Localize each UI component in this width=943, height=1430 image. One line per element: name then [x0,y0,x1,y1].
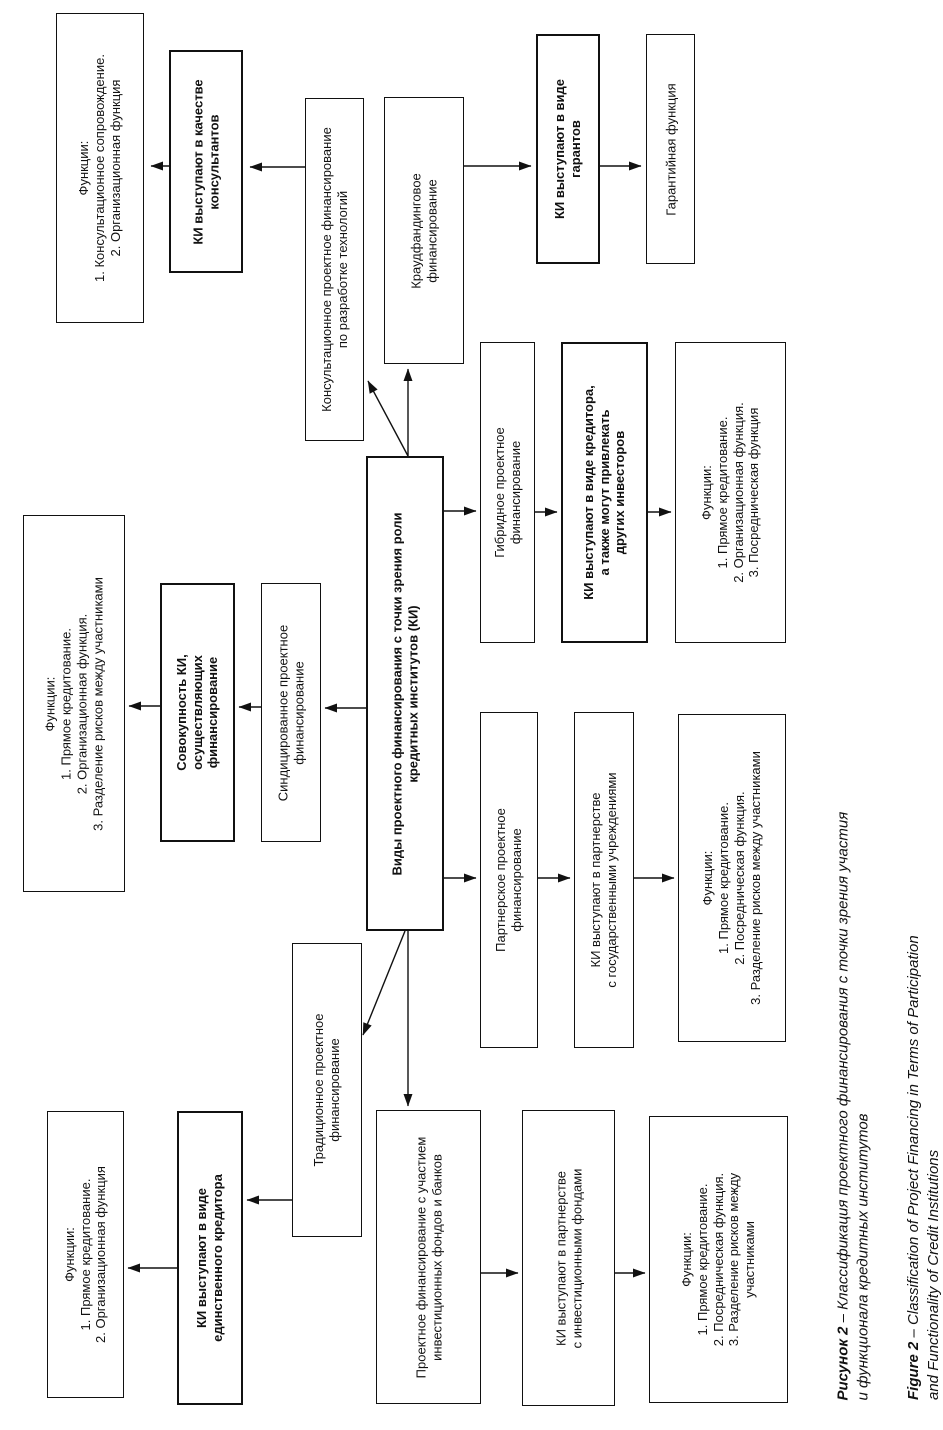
project-financing-types-box: Виды проектного финансирования с точки з… [366,456,444,931]
box-label: Синдицированное проектное финансирование [275,624,306,801]
box-label: Функции: 1. Консультационное сопровожден… [76,54,123,282]
box-label: Краудфандинговое финансирование [408,172,439,289]
syndicated-project-financing-box: Синдицированное проектное финансирование [261,583,321,842]
crowdfunding-financing-box: Краудфандинговое финансирование [384,97,464,364]
functions-syndicated-box: Функции: 1. Прямое кредитование. 2. Орга… [23,515,125,892]
ki-partnership-state-box: КИ выступают в партнерстве с государстве… [574,712,634,1048]
functions-consulting-box: Функции: 1. Консультационное сопровожден… [56,13,144,323]
box-label: Партнерское проектное финансирование [493,808,524,952]
box-label: Функции: 1. Прямое кредитование. 2. Орга… [61,1166,109,1343]
box-label: Функции: 1. Прямое кредитование. 2. Поср… [700,751,763,1005]
figure-caption-ru-number: Рисунок 2 [833,1326,851,1400]
box-label: Виды проектного финансирования с точки з… [389,511,420,876]
box-label: Консультационное проектное финансировани… [318,127,350,412]
box-label: Функции: 1. Прямое кредитование. 2. Орга… [698,402,762,583]
consulting-project-financing-box: Консультационное проектное финансировани… [305,98,364,441]
figure-caption-ru: Рисунок 2 – Классификация проектного фин… [812,775,872,1400]
box-label: Гарантийная функция [662,82,678,216]
ki-as-guarantors-box: КИ выступают в виде гарантов [536,34,600,264]
box-label: КИ выступают в виде единственного кредит… [194,1174,225,1342]
ki-aggregate-box: Совокупность КИ, осуществляющих финансир… [160,583,235,842]
box-label: КИ выступают в виде кредитора, а также м… [580,385,628,600]
investment-funds-financing-box: Проектное финансирование с участием инве… [376,1110,481,1404]
ki-sole-creditor-box: КИ выступают в виде единственного кредит… [177,1111,243,1405]
figure-caption-en-number: Figure 2 [904,1341,922,1400]
functions-partner-box: Функции: 1. Прямое кредитование. 2. Поср… [678,714,786,1042]
box-label: Традиционное проектное финансирование [311,1013,342,1167]
box-label: Совокупность КИ, осуществляющих финансир… [173,654,221,771]
figure-caption-en: Figure 2 – Classification of Project Fin… [883,870,943,1400]
functions-investment-box: Функции: 1. Прямое кредитование. 2. Поср… [649,1116,788,1403]
ki-creditor-attract-investors-box: КИ выступают в виде кредитора, а также м… [561,342,648,643]
functions-traditional-box: Функции: 1. Прямое кредитование. 2. Орга… [47,1111,124,1398]
box-label: КИ выступают в партнерстве с государстве… [588,772,619,988]
hybrid-project-financing-box: Гибридное проектное финансирование [480,342,535,643]
box-label: КИ выступают в партнерстве с инвестицион… [552,1168,584,1348]
box-label: Функции: 1. Прямое кредитование. 2. Поср… [678,1172,758,1347]
box-label: Гибридное проектное финансирование [491,427,523,558]
guarantee-function-box: Гарантийная функция [646,34,695,264]
functions-hybrid-box: Функции: 1. Прямое кредитование. 2. Орга… [675,342,786,643]
ki-as-consultants-box: КИ выступают в качестве консультантов [169,50,243,273]
partner-project-financing-box: Партнерское проектное финансирование [480,712,538,1048]
box-label: Функции: 1. Прямое кредитование. 2. Орга… [42,576,105,831]
ki-partnership-investment-funds-box: КИ выступают в партнерстве с инвестицион… [522,1110,615,1406]
traditional-project-financing-box: Традиционное проектное финансирование [292,943,362,1237]
box-label: Проектное финансирование с участием инве… [412,1136,444,1378]
box-label: КИ выступают в качестве консультантов [190,78,221,245]
box-label: КИ выступают в виде гарантов [552,78,583,220]
